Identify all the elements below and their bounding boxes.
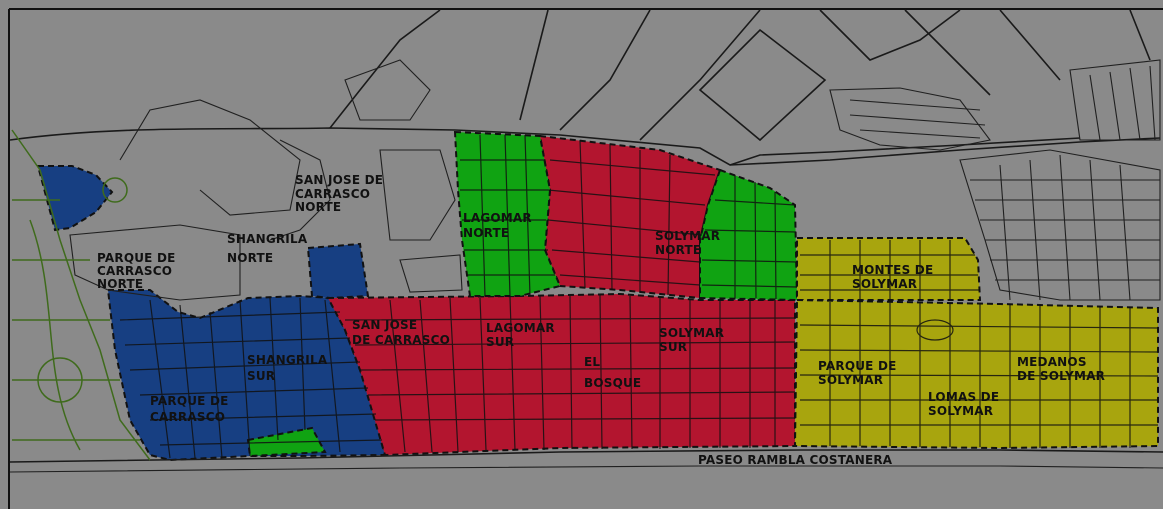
neighborhood-labels: SAN JOSE DE CARRASCO NORTE PARQUE DE CAR…	[97, 173, 1105, 467]
label-parque-carrasco-norte: PARQUE DE CARRASCO NORTE	[97, 251, 180, 291]
label-solymar-sur: SOLYMAR SUR	[659, 326, 729, 354]
zone-blue-shangrila-strip	[306, 242, 370, 300]
zone-yellow-montes	[796, 237, 982, 301]
label-medanos-solymar: MEDANOS DE SOLYMAR	[1017, 355, 1105, 383]
label-lagomar-norte: LAGOMAR NORTE	[463, 211, 536, 240]
label-montes-solymar: MONTES DE SOLYMAR	[852, 263, 938, 291]
label-parque-solymar: PARQUE DE SOLYMAR	[818, 359, 901, 387]
label-lomas-solymar: LOMAS DE SOLYMAR	[928, 390, 1004, 418]
label-el-bosque: EL BOSQUE	[584, 355, 641, 390]
label-solymar-norte: SOLYMAR NORTE	[655, 229, 725, 257]
zone-red-solymar-norte	[538, 134, 722, 300]
label-paseo-rambla-costanera: PASEO RAMBLA COSTANERA	[698, 453, 893, 467]
zone-block-pattern	[119, 134, 1159, 459]
street-network	[9, 9, 1163, 473]
label-shangrila-norte: SHANGRILA NORTE	[227, 232, 312, 265]
zone-yellow-south	[793, 298, 1159, 450]
label-san-jose-carrasco-norte: SAN JOSE DE CARRASCO NORTE	[295, 173, 388, 214]
label-lagomar-sur: LAGOMAR SUR	[486, 321, 559, 349]
label-shangrila-sur: SHANGRILA SUR	[247, 353, 332, 383]
label-san-jose-carrasco: SAN JOSE DE CARRASCO	[352, 318, 450, 347]
zone-blue-parque-carrasco	[106, 289, 387, 462]
label-parque-carrasco: PARQUE DE CARRASCO	[150, 394, 233, 424]
zone-green-east-strip	[699, 168, 799, 302]
